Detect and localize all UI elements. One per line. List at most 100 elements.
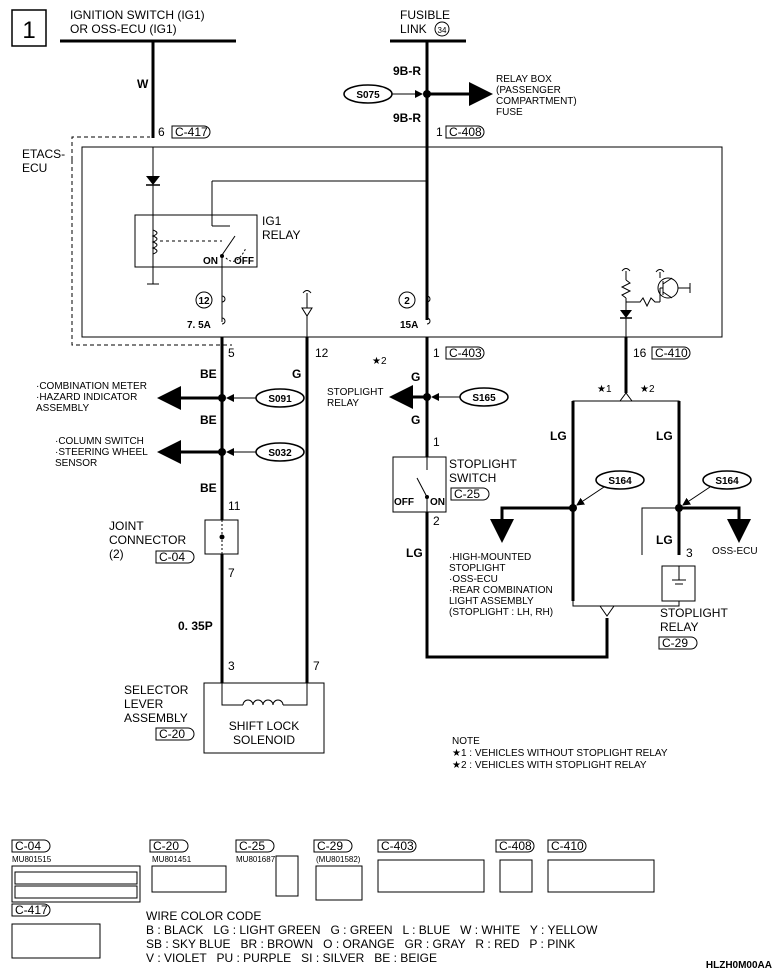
ecu-ground-symbol bbox=[301, 290, 313, 337]
wire-color-lg-stop: LG bbox=[406, 546, 423, 560]
highmount-label-6: (STOPLIGHT : LH, RH) bbox=[449, 607, 553, 618]
svg-text:C-410: C-410 bbox=[551, 839, 584, 853]
pin-7-jc: 7 bbox=[228, 566, 235, 580]
svg-text:S032: S032 bbox=[268, 448, 292, 459]
selector-lever-assembly: SHIFT LOCK SOLENOID bbox=[203, 682, 325, 754]
wire-color-be-3: BE bbox=[200, 481, 217, 495]
note-2: ★2 : VEHICLES WITH STOPLIGHT RELAY bbox=[452, 760, 647, 771]
note-title: NOTE bbox=[452, 736, 480, 747]
fusible-link-source: FUSIBLE LINK 34 bbox=[390, 8, 466, 43]
pin-3-relay: 3 bbox=[686, 546, 693, 560]
solenoid-label-2: SOLENOID bbox=[233, 733, 295, 747]
relay-on: ON bbox=[203, 256, 218, 267]
connector-tag-c403: C-403 bbox=[445, 346, 485, 360]
svg-text:C-04: C-04 bbox=[159, 550, 185, 564]
highmount-label-4: ·REAR COMBINATION bbox=[449, 585, 553, 596]
joint-connector bbox=[204, 519, 239, 555]
svg-text:12: 12 bbox=[198, 296, 210, 307]
svg-text:S075: S075 bbox=[356, 90, 380, 101]
relay-box-label-3: COMPARTMENT) bbox=[496, 96, 577, 107]
svg-text:C-04: C-04 bbox=[15, 839, 41, 853]
jc-label-3: (2) bbox=[109, 547, 124, 561]
wire-color-lg-left: LG bbox=[550, 429, 567, 443]
connector-view-c04: C-04 MU801515 bbox=[11, 839, 141, 903]
wire-color-9br-top: 9B-R bbox=[393, 64, 421, 78]
ignition-source: IGNITION SWITCH (IG1) OR OSS-ECU (IG1) bbox=[60, 8, 236, 43]
pin-12: 12 bbox=[315, 346, 329, 360]
oss-ecu-branch bbox=[679, 506, 751, 543]
ecu-label-1: ETACS- bbox=[22, 147, 65, 161]
page-number-box: 1 bbox=[11, 9, 47, 47]
stoplight-switch: OFF ON bbox=[392, 456, 447, 513]
highmount-label-2: STOPLIGHT bbox=[449, 563, 506, 574]
svg-text:C-417: C-417 bbox=[15, 903, 48, 917]
svg-text:MU801687: MU801687 bbox=[236, 855, 276, 864]
connector-tag-c417: C-417 bbox=[171, 125, 211, 139]
svg-text:C-410: C-410 bbox=[655, 346, 688, 360]
ig1-relay: ON OFF IG1 RELAY bbox=[134, 214, 300, 268]
legend-line-2: SB : SKY BLUE BR : BROWN O : ORANGE GR :… bbox=[146, 937, 575, 951]
svg-text:C-408: C-408 bbox=[499, 839, 532, 853]
wire-color-g-1: G bbox=[411, 370, 420, 384]
sr-label-1: STOPLIGHT bbox=[660, 606, 728, 620]
splice-s164-left: S164 bbox=[576, 470, 645, 506]
relay-box-label-1: RELAY BOX bbox=[496, 74, 552, 85]
splice-s075: S075 bbox=[343, 84, 423, 104]
ignition-label-2: OR OSS-ECU (IG1) bbox=[70, 22, 177, 36]
fusible-number: 34 bbox=[438, 26, 447, 35]
pin-11: 11 bbox=[228, 499, 241, 513]
wire-color-g-2: G bbox=[411, 413, 420, 427]
ignition-label-1: IGNITION SWITCH (IG1) bbox=[70, 8, 205, 22]
switch-label-1: STOPLIGHT bbox=[449, 457, 517, 471]
legend-line-1: B : BLACK LG : LIGHT GREEN G : GREEN L :… bbox=[146, 923, 598, 937]
relay-label-2: RELAY bbox=[262, 228, 300, 242]
fuse-12-amp: 7. 5A bbox=[187, 320, 211, 331]
column-label-3: SENSOR bbox=[55, 458, 97, 469]
svg-text:C-25: C-25 bbox=[239, 839, 265, 853]
relay-box-label-2: (PASSENGER bbox=[496, 85, 561, 96]
selector-label-3: ASSEMBLY bbox=[124, 711, 188, 725]
pin-5: 5 bbox=[228, 346, 235, 360]
stoplight-relay bbox=[661, 565, 696, 602]
selector-label-2: LEVER bbox=[124, 697, 164, 711]
svg-text:S164: S164 bbox=[608, 476, 632, 487]
wire-color-g-left: G bbox=[292, 367, 301, 381]
svg-text:C-403: C-403 bbox=[381, 839, 414, 853]
connector-view-c408: C-408 bbox=[495, 839, 535, 893]
pin-1-switch: 1 bbox=[433, 435, 440, 449]
svg-text:C-20: C-20 bbox=[153, 839, 179, 853]
svg-text:MU801515: MU801515 bbox=[12, 855, 52, 864]
svg-text:S165: S165 bbox=[472, 393, 496, 404]
stoprelay-label-2: RELAY bbox=[327, 398, 359, 409]
svg-text:C-29: C-29 bbox=[662, 636, 688, 650]
connector-tag-c410: C-410 bbox=[651, 346, 691, 360]
switch-label-2: SWITCH bbox=[449, 471, 496, 485]
pin-16: 16 bbox=[633, 346, 647, 360]
ecu-label-2: ECU bbox=[22, 161, 47, 175]
highmount-label-3: ·OSS-ECU bbox=[449, 574, 498, 585]
svg-text:C-20: C-20 bbox=[159, 727, 185, 741]
fusible-label-1: FUSIBLE bbox=[400, 8, 450, 22]
oss-ecu-label: OSS-ECU bbox=[712, 546, 758, 557]
pin-7-sel: 7 bbox=[313, 659, 320, 673]
connector-view-c25: C-25 MU801687 bbox=[235, 839, 299, 897]
switch-off: OFF bbox=[394, 497, 414, 508]
pin-1-403: 1 bbox=[433, 346, 440, 360]
wire-color-be-1: BE bbox=[200, 367, 217, 381]
solenoid-label-1: SHIFT LOCK bbox=[229, 719, 299, 733]
connector-tag-c25: C-25 bbox=[450, 487, 490, 501]
meter-label-1: ·COMBINATION METER bbox=[36, 381, 147, 392]
wire-color-be-2: BE bbox=[200, 413, 217, 427]
connector-view-c403: C-403 bbox=[377, 839, 485, 893]
highmount-label-5: LIGHT ASSEMBLY bbox=[449, 596, 534, 607]
svg-text:C-408: C-408 bbox=[449, 125, 482, 139]
splice-s165: S165 bbox=[431, 387, 509, 407]
connector-tag-c29: C-29 bbox=[658, 636, 698, 650]
fuse-2-amp: 15A bbox=[400, 320, 418, 331]
svg-text:2: 2 bbox=[404, 296, 410, 307]
svg-text:C-25: C-25 bbox=[454, 487, 480, 501]
highmount-branch bbox=[490, 506, 573, 543]
star2-left: ★2 bbox=[372, 356, 387, 367]
svg-text:(MU801582): (MU801582) bbox=[316, 855, 361, 864]
svg-text:C-403: C-403 bbox=[449, 346, 482, 360]
